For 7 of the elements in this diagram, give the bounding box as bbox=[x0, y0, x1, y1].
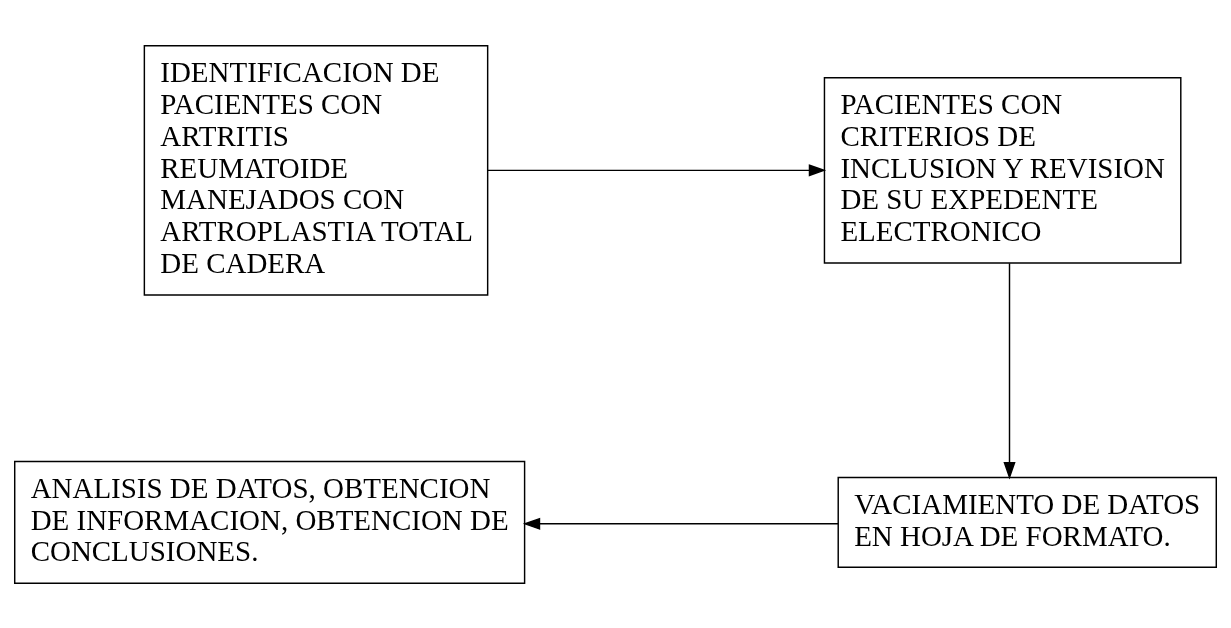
arrow bbox=[487, 163, 827, 176]
node-box: PACIENTES CON CRITERIOS DE INCLUSION Y REVISION DE SU EXPEDENTE ELECTRONICO bbox=[823, 76, 1182, 264]
arrow bbox=[1003, 262, 1016, 479]
node-box: ANALISIS DE DATOS, OBTENCION DE INFORMACION, OBTENCION DE CONCLUSIONES. bbox=[14, 460, 526, 584]
node-box: VACIAMIENTO DE DATOS EN HOJA DE FORMATO. bbox=[837, 476, 1217, 568]
node-box: IDENTIFICACION DE PACIENTES CON ARTRITIS REUMATOIDE MANEJADOS CON ARTROPLASTIA TOTAL DE CADERA bbox=[143, 44, 489, 296]
arrow bbox=[522, 517, 839, 530]
